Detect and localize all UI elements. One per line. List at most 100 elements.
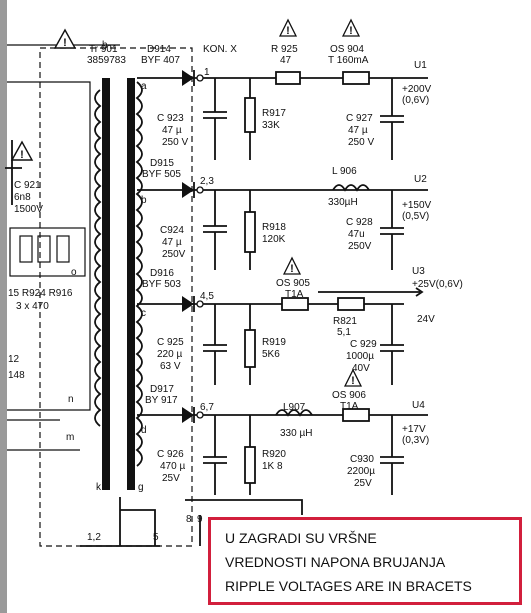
- output-ripple: (0,5V): [402, 211, 429, 222]
- left-label-12: 12: [8, 354, 20, 365]
- diode-type: BYF 505: [142, 169, 181, 180]
- pin-h: h: [102, 40, 108, 51]
- output-capacitors: [380, 78, 404, 495]
- fuse-ref: OS 906: [332, 390, 366, 401]
- output-ripple: (0,6V): [402, 95, 429, 106]
- output-label: U1: [414, 60, 427, 71]
- warning-icon: !: [278, 18, 298, 37]
- cap-value: 470 µ: [160, 461, 185, 472]
- cap-value: 47 µ: [162, 237, 182, 248]
- warning-icon: !: [10, 140, 34, 161]
- svg-text:!: !: [63, 37, 67, 49]
- resistor-array-box: [9, 227, 86, 277]
- primary-winding: [94, 89, 102, 427]
- page-edge: [0, 0, 7, 613]
- winding-label: d: [141, 425, 147, 436]
- rail-shunt-components: [203, 78, 256, 495]
- output-voltage: +150V: [402, 200, 432, 211]
- output-label: U2: [414, 174, 427, 185]
- series-components: [275, 71, 370, 422]
- res-value: 5K6: [262, 349, 280, 360]
- cap-ref: C924: [160, 225, 184, 236]
- out-cap-voltage: 250V: [348, 241, 372, 252]
- c921-val1: 6n8: [14, 192, 31, 203]
- warning-icon: !: [282, 256, 302, 275]
- diode-ref: D915: [150, 158, 174, 169]
- out-cap-voltage: 250 V: [348, 137, 374, 148]
- out-cap-voltage: 40V: [352, 363, 370, 374]
- out-cap-value: 2200µ: [347, 466, 375, 477]
- pin-o: o: [71, 267, 77, 278]
- diode-type: BYF 407: [141, 55, 180, 66]
- series-value: 47: [280, 55, 292, 66]
- out-cap-voltage: 25V: [354, 478, 372, 489]
- winding-label: a: [141, 81, 147, 92]
- fuse-value: T1A: [340, 401, 359, 412]
- inductor-value: 330µH: [328, 197, 358, 208]
- svg-text:!: !: [286, 25, 290, 37]
- note-line-2: VREDNOSTI NAPONA BRUJANJA: [225, 554, 446, 570]
- output-voltage-alt: 24V: [417, 314, 435, 325]
- output-label: U4: [412, 400, 425, 411]
- fuse-value: T1A: [285, 289, 304, 300]
- res-ref: R917: [262, 108, 286, 119]
- out-cap-ref: C930: [350, 454, 374, 465]
- connector-pin-9: 9: [197, 514, 203, 525]
- connector-pin-67: 6,7: [200, 402, 214, 413]
- diode-type: BYF 503: [142, 279, 181, 290]
- output-label: U3: [412, 266, 425, 277]
- res-ref: R919: [262, 337, 286, 348]
- cap-voltage: 250V: [162, 249, 186, 260]
- resistor-array: [19, 235, 70, 263]
- res-value: 120K: [262, 234, 286, 245]
- secondary-winding: [135, 81, 143, 467]
- connector-label: KON. X: [203, 44, 237, 55]
- res-ref: R918: [262, 222, 286, 233]
- output-voltage: +17V: [402, 424, 426, 435]
- diode-symbol: [182, 296, 195, 312]
- cap-voltage: 250 V: [162, 137, 188, 148]
- cap-ref: C 926: [157, 449, 184, 460]
- fuse-value: T 160mA: [328, 55, 369, 66]
- inductor-ref: L 906: [332, 166, 357, 177]
- pin-12: 1,2: [87, 532, 101, 543]
- out-cap-value: 47 µ: [348, 125, 368, 136]
- resistor-values: 3 x 470: [16, 301, 49, 312]
- diode-ref: D914: [147, 44, 171, 55]
- diode-ref: D917: [150, 384, 174, 395]
- out-cap-ref: C 927: [346, 113, 373, 124]
- output-leads: [318, 77, 428, 416]
- out-cap-ref: C 928: [346, 217, 373, 228]
- ground-traces: [80, 497, 303, 547]
- diode-ref: D916: [150, 268, 174, 279]
- c921-val2: 1500V: [14, 204, 43, 215]
- cap-voltage: 25V: [162, 473, 180, 484]
- ripple-note-box: U ZAGRADI SU VRŠNE VREDNOSTI NAPONA BRUJ…: [208, 517, 522, 605]
- pin-g: g: [138, 482, 144, 493]
- res-ref: R920: [262, 449, 286, 460]
- transformer-ref: Tr 901: [89, 44, 118, 55]
- connector-pin-8: 8: [186, 514, 192, 525]
- connector-pin-1: 1: [204, 67, 210, 78]
- out-cap-value: 1000µ: [346, 351, 374, 362]
- inductor-ref: L907: [283, 402, 306, 413]
- note-line-1: U ZAGRADI SU VRŠNE: [225, 530, 377, 546]
- cap-voltage: 63 V: [160, 361, 181, 372]
- connector-pin-23: 2,3: [200, 176, 214, 187]
- series-value: 5,1: [337, 327, 351, 338]
- output-ripple: (0,3V): [402, 435, 429, 446]
- svg-text:!: !: [351, 375, 355, 387]
- left-label-148: 148: [8, 370, 25, 381]
- svg-text:!: !: [290, 263, 294, 275]
- svg-text:!: !: [20, 149, 24, 161]
- fuse-ref: OS 905: [276, 278, 310, 289]
- pin-m: m: [66, 432, 74, 443]
- rail-wires: [137, 77, 404, 416]
- series-ref: R 925: [271, 44, 298, 55]
- warning-icon: !: [343, 368, 363, 387]
- output-voltage: +200V: [402, 84, 432, 95]
- transformer-core: [127, 78, 135, 490]
- arrow-u3: [415, 287, 424, 297]
- pin-k: k: [96, 482, 102, 493]
